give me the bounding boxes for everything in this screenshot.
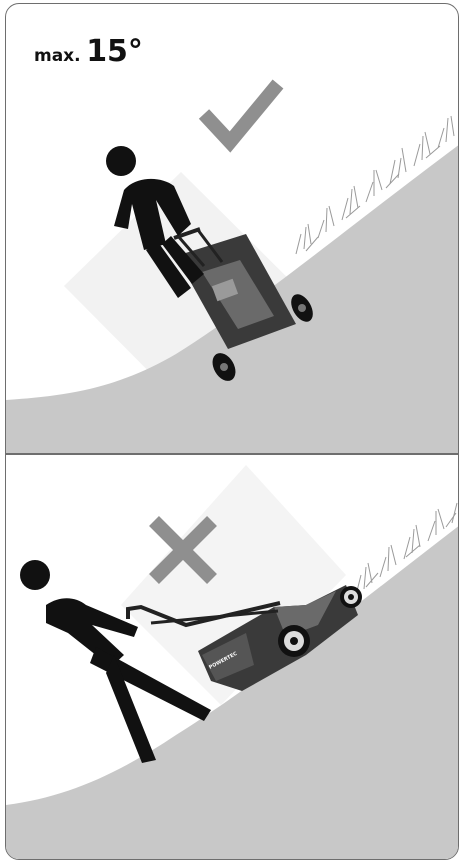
max-angle-value: 15°: [86, 34, 143, 69]
checkmark-icon: [204, 84, 278, 142]
not-allowed-slope-panel: POWERTEC: [5, 454, 459, 860]
not-allowed-slope-illustration: POWERTEC: [6, 455, 459, 860]
max-prefix: max.: [34, 46, 81, 66]
max-slope-label: max. 15°: [34, 34, 143, 69]
allowed-slope-illustration: [6, 4, 459, 454]
allowed-slope-panel: max. 15°: [5, 3, 459, 454]
